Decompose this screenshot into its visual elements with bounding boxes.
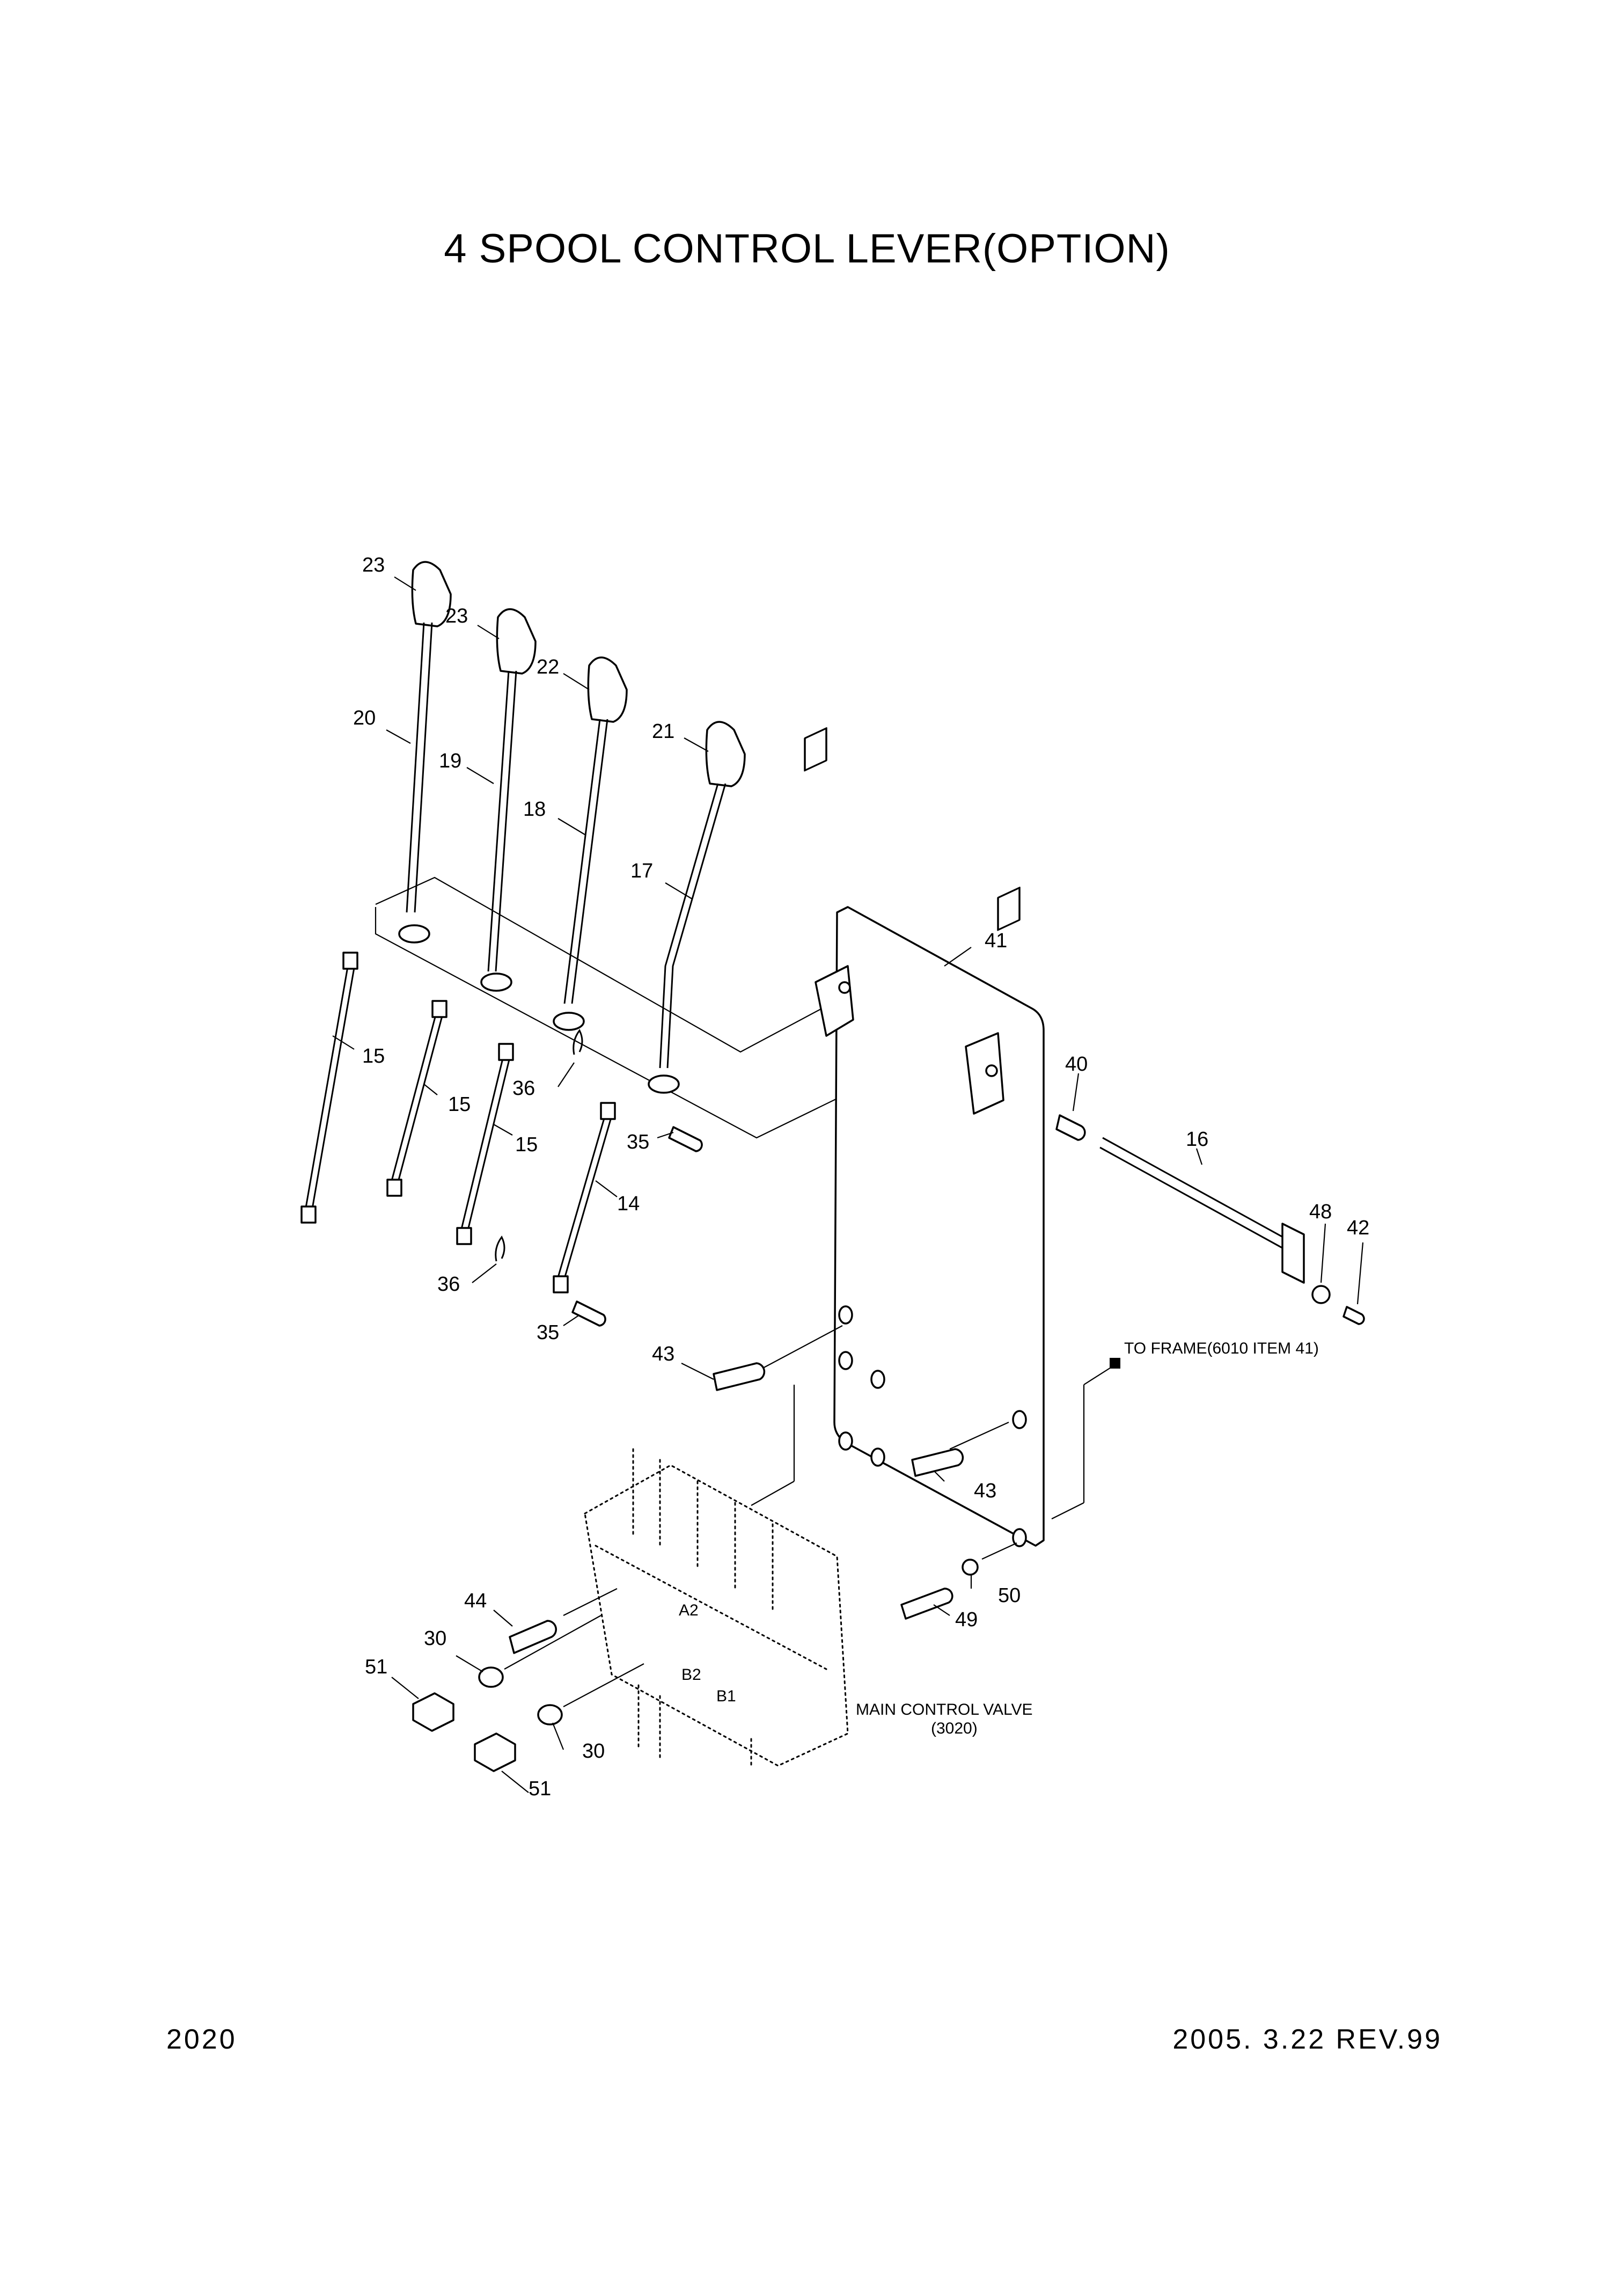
callouts: 23 23 22 21 20 19 18 17 41 40 16 48 42 1… — [353, 554, 1369, 1800]
link-15-b — [391, 1008, 445, 1182]
bolt-43-right — [911, 1448, 964, 1477]
washer-50 — [962, 1559, 979, 1576]
pivot-shaft-assembly — [1055, 1114, 1365, 1325]
callout: 21 — [652, 720, 674, 743]
main-control-valve-label: MAIN CONTROL VALVE — [856, 1701, 1033, 1719]
lever-rod-17 — [659, 783, 727, 1069]
callout: 40 — [1065, 1053, 1088, 1076]
bushing-40 — [1055, 1114, 1086, 1141]
port-label-b2: B2 — [681, 1666, 701, 1684]
callout: 20 — [353, 707, 376, 729]
plug-51-b — [474, 1732, 516, 1772]
main-control-valve-number: (3020) — [931, 1720, 978, 1737]
callout: 49 — [955, 1608, 978, 1631]
lever-rod-19 — [487, 670, 517, 972]
knob-23-right — [496, 608, 537, 675]
callout: 17 — [630, 860, 653, 882]
callout: 15 — [448, 1093, 471, 1116]
pin-35-a — [668, 1126, 703, 1152]
main-control-valve-outline — [584, 1448, 849, 1767]
callout: 44 — [464, 1590, 487, 1612]
callout: 36 — [437, 1273, 460, 1296]
leader-lines — [332, 576, 1364, 1793]
lever-links — [300, 952, 616, 1293]
port-label-a2: A2 — [679, 1602, 699, 1619]
revision-date: 2005. 3.22 REV.99 — [1172, 2024, 1442, 2055]
clip-36-a — [573, 1029, 583, 1055]
callout: 43 — [652, 1343, 674, 1365]
o-ring-30-b — [537, 1704, 563, 1725]
to-frame-marker — [1110, 1358, 1120, 1369]
callout: 30 — [582, 1740, 605, 1763]
bracket-plate-41 — [804, 727, 1045, 1547]
callout: 51 — [365, 1656, 387, 1678]
callout: 50 — [998, 1584, 1021, 1607]
callout: 14 — [617, 1193, 640, 1215]
port-label-b1: B1 — [716, 1687, 736, 1705]
callout: 23 — [362, 554, 385, 576]
callout: 22 — [537, 656, 559, 678]
callout: 35 — [627, 1131, 649, 1153]
callout: 18 — [523, 798, 546, 821]
pins-and-clips — [495, 1029, 703, 1327]
plugs-and-seals — [412, 1588, 644, 1772]
callout: 35 — [537, 1321, 559, 1344]
link-15-c — [460, 1051, 512, 1231]
o-ring-30-a — [478, 1666, 504, 1688]
lever-rods — [398, 622, 727, 1094]
knob-23-left — [411, 561, 452, 627]
shaft-16 — [1099, 1137, 1288, 1251]
callout: 41 — [985, 930, 1007, 952]
clip-36-b — [495, 1235, 505, 1262]
lever-rod-18 — [563, 719, 608, 1004]
callout: 19 — [439, 750, 461, 772]
fitting-44 — [509, 1620, 557, 1654]
lever-rod-20 — [406, 622, 433, 913]
bolt-49-washer-50 — [900, 1542, 1017, 1620]
to-frame-note: TO FRAME(6010 ITEM 41) — [1124, 1340, 1319, 1357]
page-number: 2020 — [166, 2024, 237, 2055]
callout: 16 — [1186, 1128, 1208, 1151]
link-14 — [557, 1110, 614, 1279]
washer-48 — [1311, 1285, 1331, 1304]
callout: 15 — [515, 1134, 538, 1156]
diagram-notes: TO FRAME(6010 ITEM 41) MAIN CONTROL VALV… — [679, 1340, 1319, 1737]
callout: 43 — [974, 1480, 996, 1502]
bolt-43-left — [713, 1362, 766, 1391]
callout: 42 — [1347, 1217, 1369, 1239]
callout: 30 — [424, 1627, 446, 1650]
pin-35-b — [571, 1300, 606, 1327]
lever-knobs — [411, 561, 746, 787]
bolt-49 — [900, 1588, 953, 1620]
callout: 51 — [529, 1778, 551, 1800]
bolt-42 — [1342, 1306, 1365, 1325]
callout: 48 — [1309, 1201, 1332, 1223]
callout: 23 — [445, 605, 468, 627]
callout: 15 — [362, 1045, 385, 1067]
callout: 36 — [512, 1077, 535, 1100]
knob-21 — [705, 721, 746, 787]
bolts-43 — [713, 1325, 1009, 1477]
link-15-a — [305, 960, 356, 1209]
page-title: 4 SPOOL CONTROL LEVER(OPTION) — [444, 226, 1170, 272]
plug-51-a — [412, 1692, 454, 1732]
knob-22 — [587, 656, 628, 723]
